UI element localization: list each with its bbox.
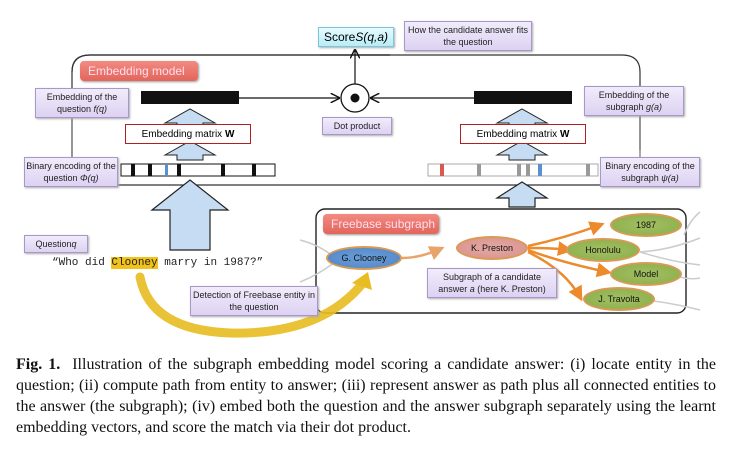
question-embedding-vector — [141, 91, 239, 104]
freebase-subgraph-frame — [315, 208, 687, 314]
node-g-clooney: G. Clooney — [326, 246, 402, 270]
question-text-before: “Who did — [52, 257, 112, 269]
caption-label: Fig. 1. — [16, 356, 61, 373]
subgraph-embedding-label: Embedding of the subgraph g(a) — [584, 86, 684, 116]
subgraph-note-symbol: a — [469, 284, 475, 294]
subgraph-embedding-text: Embedding of the subgraph — [598, 90, 670, 112]
score-box: Score S(q,a) — [318, 27, 394, 47]
matrix-symbol: W — [559, 128, 570, 140]
question-binary-text: Binary encoding of the question — [26, 161, 116, 183]
subgraph-embedding-matrix: Embedding matrix W — [460, 124, 586, 144]
detection-arrow — [135, 272, 367, 338]
subgraph-note-before: Subgraph of a candidate answer — [438, 272, 542, 294]
subgraph-binary-text: Binary encoding of the subgraph — [605, 161, 695, 183]
embedding-model-tag: Embedding model — [80, 61, 198, 81]
question-tag-text: Question — [35, 239, 72, 249]
dot-product-label: Dot product — [322, 117, 392, 135]
matrix-label: Embedding matrix — [141, 128, 223, 140]
node-1987: 1987 — [610, 213, 682, 237]
question-text: “Who did Clooney marry in 1987?” — [52, 257, 263, 269]
question-tag-symbol: q — [71, 239, 77, 249]
score-note: How the candidate answer fits the questi… — [404, 21, 532, 51]
question-embedding-matrix: Embedding matrix W — [125, 124, 251, 144]
subgraph-embedding-symbol: g(a) — [646, 102, 663, 112]
score-label: Score — [323, 30, 356, 44]
node-honolulu: Honolulu — [566, 238, 640, 262]
detection-label: Detection of Freebase entity in the ques… — [190, 286, 318, 316]
subgraph-note: Subgraph of a candidate answer a (here K… — [427, 268, 557, 298]
matrix-label: Embedding matrix — [476, 128, 558, 140]
question-embedding-label: Embedding of the question f(q) — [35, 88, 129, 118]
subgraph-binary-vector — [427, 163, 599, 177]
subgraph-embedding-vector — [474, 91, 572, 104]
subgraph-note-after: (here K. Preston) — [474, 284, 546, 294]
question-embedding-text: Embedding of the question — [46, 92, 118, 114]
question-binary-symbol: Φ(q) — [79, 173, 99, 183]
question-entity-highlight: Clooney — [111, 257, 158, 269]
subgraph-binary-label: Binary encoding of the subgraph ψ(a) — [600, 157, 700, 187]
question-embedding-symbol: f(q) — [93, 104, 108, 114]
node-model: Model — [610, 262, 682, 286]
question-binary-label: Binary encoding of the question Φ(q) — [24, 157, 118, 187]
figure-caption: Fig. 1. Illustration of the subgraph emb… — [16, 354, 716, 438]
score-formula: S(q,a) — [355, 30, 389, 44]
diagram-canvas — [71, 0, 701, 338]
big-up-arrow-icon — [150, 179, 230, 251]
question-binary-vector — [120, 163, 276, 177]
subgraph-binary-symbol: ψ(a) — [661, 173, 679, 183]
big-up-arrow-icon — [494, 181, 550, 208]
question-tag: Question q — [24, 235, 88, 253]
freebase-subgraph-tag: Freebase subgraph — [323, 214, 439, 234]
matrix-symbol: W — [224, 128, 235, 140]
caption-text: Illustration of the subgraph embedding m… — [16, 356, 717, 436]
question-text-after: marry in 1987?” — [157, 257, 264, 269]
node-j-travolta: J. Travolta — [583, 287, 655, 311]
node-k-preston: K. Preston — [456, 236, 528, 260]
